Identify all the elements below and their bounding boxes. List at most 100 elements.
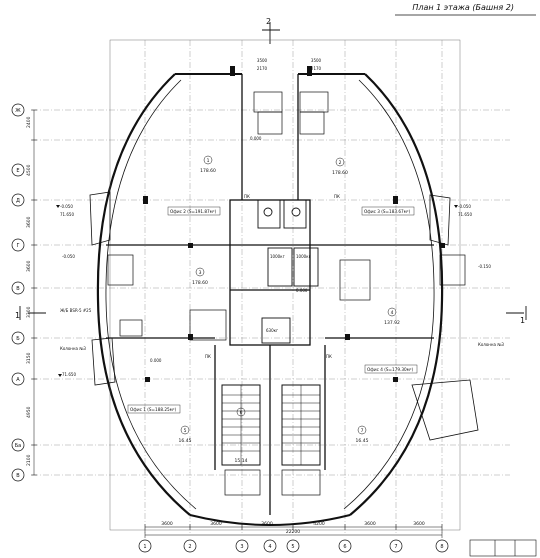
section-line-1	[19, 306, 527, 320]
dim-label: 2170	[311, 66, 322, 71]
row-label: А	[16, 377, 20, 383]
col-marker-labels: 1 2 3 4 5 6 7 8	[143, 544, 443, 550]
room-number: 2	[339, 160, 342, 166]
dim-label: 4200	[313, 521, 325, 527]
office-label: Офис 3 (S=183.67м²)	[364, 209, 411, 214]
pk-label: ПК	[334, 194, 340, 199]
section-marker-top: 2	[266, 17, 271, 26]
row-label: Б	[16, 336, 20, 342]
level-mark: -0.050	[62, 254, 75, 259]
misc-labels: 1000кг 1000кг 630кг ПК ПК ПК ПК 0.000 0.…	[60, 136, 504, 377]
row-markers-left	[11, 103, 25, 482]
room-area: 16.45	[356, 438, 369, 444]
section-marker-right: 1	[520, 316, 525, 325]
drawing-frame	[109, 39, 461, 531]
section-marker-left: 1	[15, 311, 20, 320]
dim-label: 2400	[26, 116, 32, 128]
side-projections	[89, 191, 479, 441]
room-area: 178.60	[200, 168, 216, 174]
dim-label: 2170	[257, 66, 268, 71]
level-mark: 0.000	[250, 136, 262, 141]
dim-label: 3600	[161, 521, 173, 527]
level-mark: 0.000	[150, 358, 162, 363]
dim-label: 3300	[26, 306, 32, 318]
pk-label: ПК	[205, 354, 211, 359]
row-label: Е	[16, 168, 19, 174]
dim-label: 3500	[311, 58, 322, 63]
office-labels: Офис 2 (S=191.87м²) Офис 3 (S=183.67м²) …	[127, 206, 418, 414]
partition-walls	[106, 74, 434, 515]
room-number: 7	[361, 428, 364, 434]
elevator-label: 1000кг	[296, 254, 311, 259]
dim-label: 3600	[413, 521, 425, 527]
row-label: Ж	[15, 108, 21, 114]
office-label: Офис 1 (S=188.25м²)	[130, 407, 177, 412]
room-area: 137.92	[384, 320, 400, 326]
columns	[143, 66, 445, 382]
level-mark: 71.650	[62, 372, 76, 377]
elevator-shafts	[257, 199, 319, 344]
pk-label: ПК	[326, 354, 332, 359]
note: Колонна №3	[478, 342, 504, 347]
axis-grid	[32, 40, 510, 535]
row-marker-labels: Ж Е Д Г В Б А Ба В	[15, 108, 22, 479]
col-label: 3	[240, 544, 243, 550]
dim-label: 3500	[257, 58, 268, 63]
outer-wall	[96, 73, 444, 526]
col-label: 7	[394, 544, 397, 550]
level-markers	[56, 205, 458, 377]
room-tags: 1 178.60 2 178.60 3 178.60 4 137.92 5 16…	[179, 155, 400, 464]
top-dimension-labels: 3500 2170 3500 2170	[257, 58, 322, 71]
level-mark: 71.650	[458, 212, 472, 217]
col-label: 6	[343, 544, 346, 550]
dim-total: 22200	[286, 529, 300, 535]
office-label: Офис 2 (S=191.87м²)	[170, 209, 217, 214]
elevator-label: 630кг	[266, 328, 278, 333]
stair-left	[221, 384, 261, 466]
col-label: 4	[268, 544, 271, 550]
row-label: В	[16, 473, 20, 479]
dim-label: 3600	[364, 521, 376, 527]
room-area: 178.60	[332, 170, 348, 176]
level-mark: -0.150	[478, 264, 491, 269]
title-block	[469, 539, 537, 557]
note: Ж/Б ВSR-5 #25	[60, 308, 92, 313]
room-area: 15.14	[235, 458, 248, 464]
bottom-dimension-chain	[144, 524, 443, 538]
row-label: Д	[16, 198, 20, 204]
col-label: 8	[440, 544, 443, 550]
room-number: 3	[199, 270, 202, 276]
room-area: 16.45	[179, 438, 192, 444]
dim-label: 3600	[26, 260, 32, 272]
dim-label: 3600	[210, 521, 222, 527]
dim-label: 3150	[26, 352, 32, 364]
col-label: 1	[143, 544, 146, 550]
left-dimension-labels: 2400 4500 3600 3600 3300 3150 4950 2100	[26, 116, 32, 466]
room-area: 178.60	[192, 280, 208, 286]
bottom-dimension-labels: 3600 3600 3600 4200 3600 3600 22200	[161, 521, 425, 535]
dim-label: 3600	[261, 521, 273, 527]
col-label: 5	[291, 544, 294, 550]
room-number: 1	[207, 158, 210, 164]
level-mark: 0.000	[296, 288, 308, 293]
room-number: 6	[240, 410, 243, 416]
stair-right	[281, 384, 321, 466]
dim-label: 3600	[26, 216, 32, 228]
room-number: 5	[184, 428, 187, 434]
level-mark: -0.050	[458, 204, 471, 209]
elevator-label: 1000кг	[270, 254, 285, 259]
dim-label: 2100	[26, 454, 32, 466]
level-mark: -0.050	[60, 204, 73, 209]
row-label: В	[16, 286, 20, 292]
room-number: 4	[391, 310, 394, 316]
col-markers-bottom	[138, 539, 449, 553]
wet-core-rooms	[107, 91, 466, 496]
section-line-2	[262, 22, 280, 44]
row-label: Г	[16, 243, 19, 249]
pk-label: ПК	[244, 194, 250, 199]
col-label: 2	[188, 544, 191, 550]
office-label: Офис 4 (S=179.30м²)	[367, 367, 414, 372]
dim-label: 4500	[26, 164, 32, 176]
left-dimension-chain	[31, 109, 37, 476]
